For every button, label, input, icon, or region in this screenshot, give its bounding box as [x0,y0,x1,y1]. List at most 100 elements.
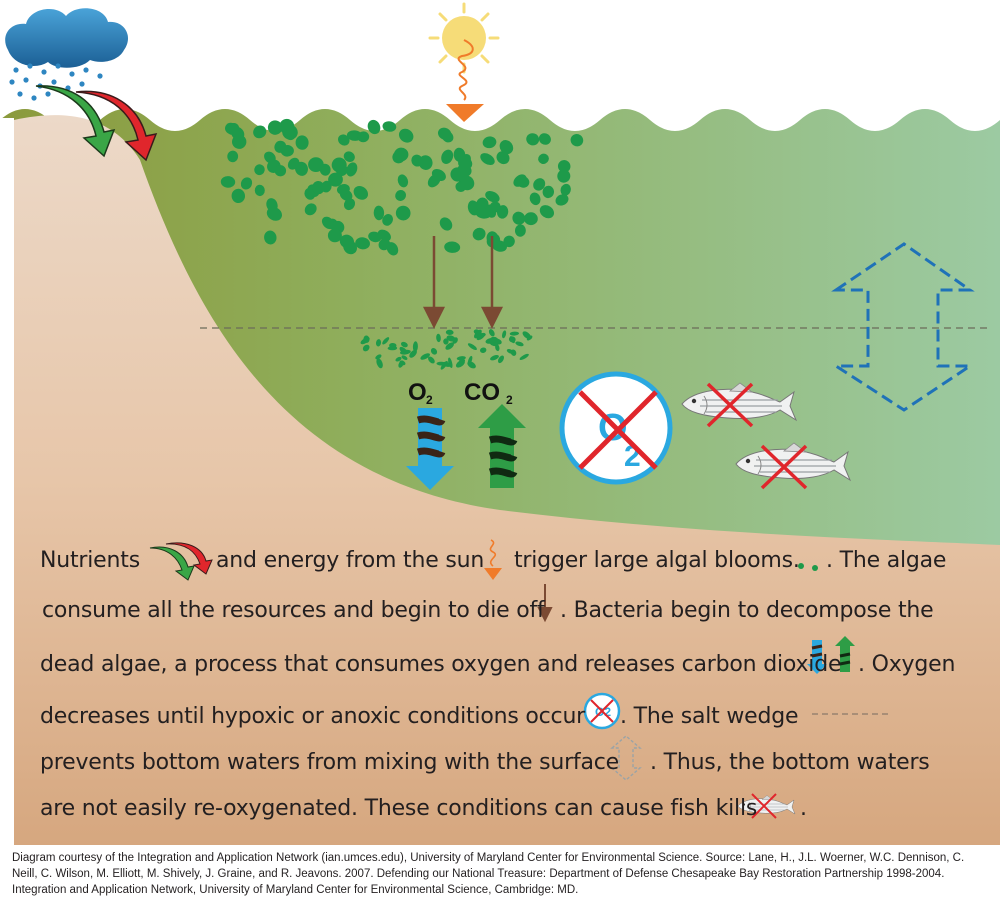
die-off-arrow-icon [422,236,504,329]
die-off-arrow-icon [537,584,553,623]
algae-blob [397,174,409,188]
dead-algae [375,354,382,360]
caption-text: consume all the resources and begin to d… [42,598,545,623]
svg-text:CO: CO [464,379,500,406]
algae-blob [254,164,265,176]
caption-text: . The salt wedge [620,704,799,729]
algae-blob [274,165,287,177]
o2-co2-exchange-icon [807,636,855,674]
caption-text: are not easily re-oxygenated. These cond… [40,796,758,821]
algae-blob [480,153,495,166]
caption-text: trigger large algal blooms. [514,548,800,573]
algae-blob [439,217,453,231]
algae-blob [253,125,267,139]
algae-blob [232,134,247,149]
dead-algae [443,338,449,345]
dead-algae [502,330,507,339]
algae-blob [441,149,454,164]
caption-text: dead algae, a process that consumes oxyg… [40,652,842,677]
algae-blob [496,205,509,219]
algae-blob [526,133,540,146]
algae-blob [367,119,381,135]
svg-text:2: 2 [426,393,433,407]
caption-text: and energy from the sun [216,548,485,573]
svg-text:2: 2 [506,393,513,407]
salt-wedge-arrow-icon [830,242,975,412]
algae-blob [538,133,551,145]
algae-blob [570,134,584,147]
algae-blob [455,181,466,193]
dead-algae [362,344,370,352]
algae-blob [226,122,240,135]
dead-algae [497,355,505,364]
nutrient-arrows-icon [35,85,158,162]
dead-algae [467,343,477,350]
dead-algae [495,344,500,352]
algae-blob [328,172,343,187]
dead-algae [401,355,408,360]
algae-blob [346,162,358,177]
algae-blob [512,211,526,225]
hypoxia-diagram: O 2 CO 2 O 2 [0,2,1000,845]
algae-blob [476,197,489,212]
dead-algae [430,348,438,355]
dead-algae [458,359,466,363]
algae-blob [357,131,370,143]
dead-algae [387,346,398,351]
algae-blob [437,127,452,140]
algae-blob [555,194,569,206]
algae-blob [395,205,411,221]
algae-blob [529,192,541,206]
dead-algae [382,337,390,345]
dead-algae [509,331,520,336]
dead-algae [515,341,524,347]
algae-blob [312,181,325,195]
caption-text: . The algae [826,548,947,573]
caption-text: Nutrients [40,548,140,573]
algae-blob [557,160,571,173]
algae-blob [395,190,407,201]
svg-text:O: O [408,379,427,406]
dead-algae [476,332,486,341]
algae-blob [331,157,347,173]
salt-wedge-arrow-icon [610,735,642,781]
algae-blob [327,228,342,243]
dead-algae [436,333,441,343]
algae-blob [295,135,309,150]
algae-blob [264,230,277,245]
algae-blob [503,235,515,248]
dead-algae [490,355,499,361]
algae-blob [336,184,350,195]
algae-blob [220,176,236,188]
algae-blob [475,208,492,219]
algae-bloom-icon [798,563,818,571]
dead-algae [510,349,517,356]
dead-algae [375,339,382,347]
sun-energy-arrow-icon [484,539,502,580]
caption-text: . [800,796,807,821]
rain-cloud-icon [5,8,129,101]
algae-blob [382,214,393,226]
algae-blob [266,198,278,212]
dead-algae [360,337,370,345]
algae-blob [343,151,355,162]
algae-blob [482,136,497,149]
dead-algae [395,356,402,362]
algae-blob [485,190,500,203]
algae-blob [472,227,486,241]
fish-kill-icon [737,793,796,819]
nutrient-arrows-icon [149,542,213,581]
algae-blob [254,184,265,197]
algae-blob [538,153,549,164]
dead-algae [522,331,531,339]
algae-blob [227,150,239,163]
algae-blob [274,140,287,153]
fish-kill-icon [681,382,851,490]
algae-blob [539,205,555,219]
algae-blob [373,205,385,221]
algae-blob [338,134,350,146]
algae-blob [295,161,308,176]
dead-algae [428,356,435,364]
algae-blob [304,203,317,216]
algae-blob [496,151,510,165]
